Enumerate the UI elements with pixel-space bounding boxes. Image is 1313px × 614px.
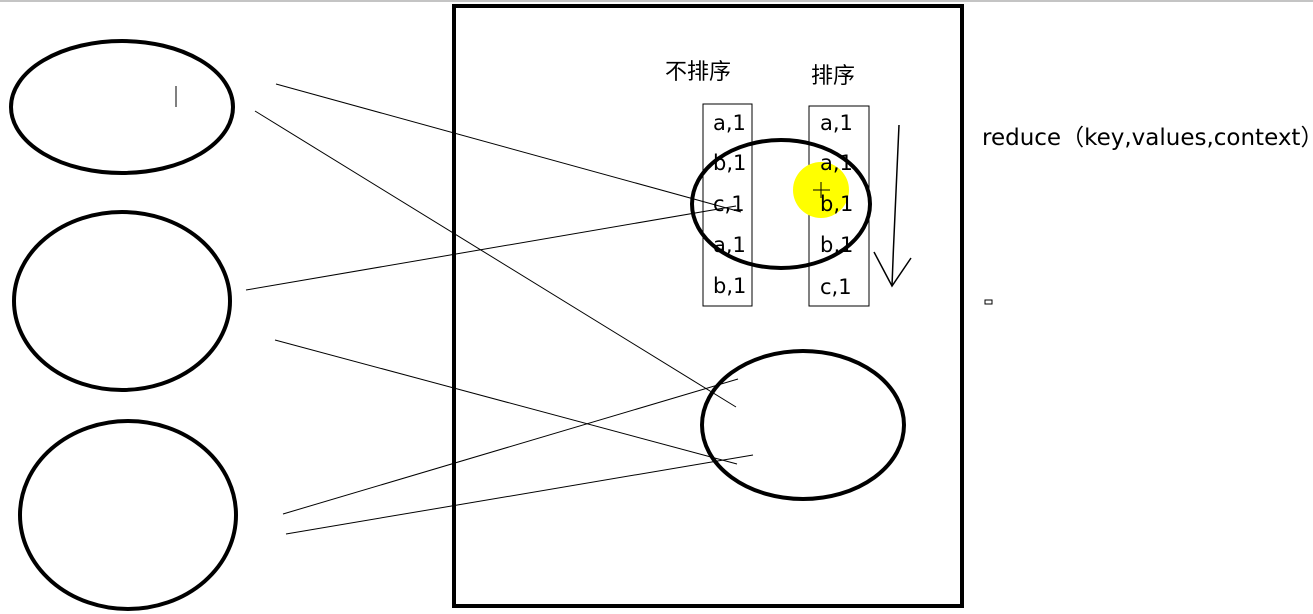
sorted-item: c,1	[820, 275, 852, 299]
unsorted-list: a,1 b,1 c,1 a,1 b,1	[713, 111, 746, 298]
sorted-item: b,1	[820, 192, 853, 216]
map-node-1	[9, 39, 235, 175]
unsorted-list-box	[702, 103, 753, 307]
reduce-signature: reduce（key,values,context）	[982, 125, 1313, 151]
sorted-item: a,1	[820, 111, 853, 135]
connector-line	[254, 110, 737, 408]
small-caret-box	[984, 299, 993, 305]
unsorted-item: c,1	[713, 192, 745, 216]
connector-line	[274, 339, 738, 465]
connector-line	[245, 205, 737, 291]
group-ellipse	[690, 138, 872, 270]
down-arrow-icon	[873, 124, 912, 288]
connector-line	[282, 378, 739, 515]
reduce-box	[452, 4, 964, 608]
sorted-label: 排序	[811, 64, 855, 89]
reducer-ellipse	[700, 349, 906, 501]
unsorted-label: 不排序	[665, 60, 731, 85]
crosshair-cursor-icon	[813, 182, 830, 198]
unsorted-item: a,1	[713, 233, 746, 257]
unsorted-item: b,1	[713, 151, 746, 175]
connector-line	[275, 83, 742, 213]
sorted-list: a,1 a,1 b,1 b,1 c,1	[820, 111, 853, 299]
connection-lines	[245, 83, 754, 535]
unsorted-item: a,1	[713, 111, 746, 135]
unsorted-item: b,1	[713, 274, 746, 298]
map-node-2	[12, 210, 232, 392]
connector-line	[285, 454, 754, 535]
map-node-3	[18, 419, 238, 611]
